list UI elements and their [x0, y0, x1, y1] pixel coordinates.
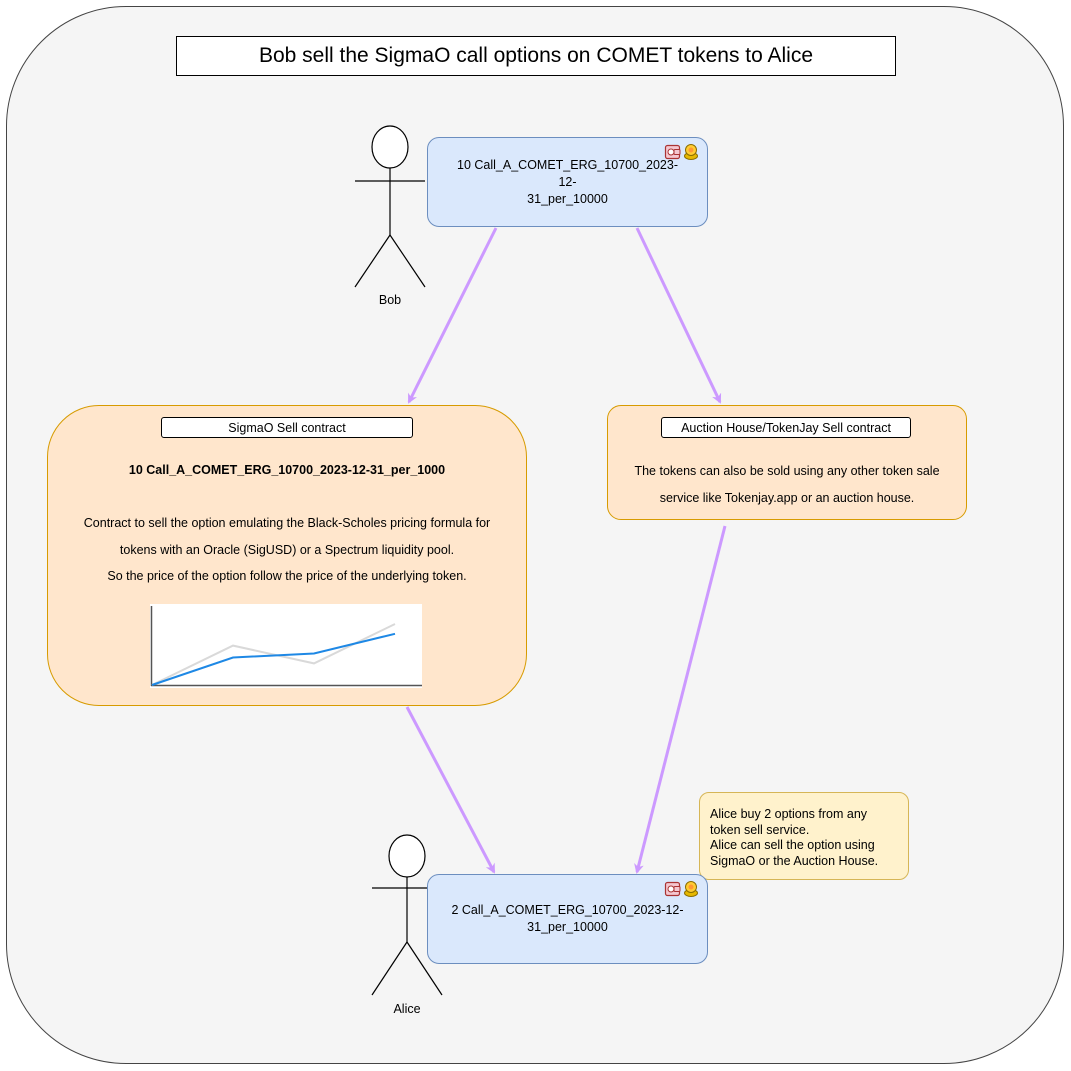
sigmao-contract-subtitle: 10 Call_A_COMET_ERG_10700_2023-12-31_per… — [128, 463, 446, 477]
note-line-3: Alice can sell the option using — [710, 838, 875, 852]
arrow-bob-to-sigmao — [407, 227, 498, 404]
token-icons — [664, 880, 699, 898]
mini-line-chart — [150, 604, 422, 688]
alice-token-line2: 31_per_10000 — [527, 920, 608, 934]
sigmao-contract-desc-3: So the price of the option follow the pr… — [107, 569, 467, 583]
arrow-bob-to-auction — [635, 227, 722, 404]
alice-label: Alice — [393, 1002, 421, 1016]
note-line-4: SigmaO or the Auction House. — [710, 853, 879, 868]
sigmao-contract-desc-1: Contract to sell the option emulating th… — [83, 516, 491, 530]
chart-series-line-2 — [151, 632, 396, 686]
wallet-icon — [664, 144, 681, 160]
auction-contract-desc-1: The tokens can also be sold using any ot… — [634, 464, 940, 478]
bob-token-line1: 10 Call_A_COMET_ERG_10700_2023-12- — [457, 157, 678, 189]
alice-note: Alice buy 2 options from any token sell … — [699, 792, 909, 880]
bob-token-line2: 31_per_10000 — [527, 191, 608, 206]
bob-label: Bob — [378, 293, 402, 307]
sigmao-contract-title: SigmaO Sell contract — [161, 417, 413, 438]
note-line-2: token sell service. — [710, 822, 810, 837]
token-coin-icon — [684, 881, 698, 897]
note-line-1: Alice buy 2 options from any — [710, 807, 868, 821]
wallet-icon — [664, 881, 681, 897]
auction-contract-title: Auction House/TokenJay Sell contract — [661, 417, 911, 438]
alice-token-box: 2 Call_A_COMET_ERG_10700_2023-12- 31_per… — [427, 874, 708, 964]
bob-token-box: 10 Call_A_COMET_ERG_10700_2023-12- 31_pe… — [427, 137, 708, 227]
token-coin-icon — [684, 144, 698, 160]
diagram-title: Bob sell the SigmaO call options on COME… — [176, 36, 896, 76]
arrow-sigmao-to-alice — [405, 706, 496, 874]
auction-contract-desc-2: service like Tokenjay.app or an auction … — [659, 491, 915, 505]
arrow-auction-to-alice — [634, 525, 727, 874]
token-icons — [664, 143, 699, 161]
sigmao-contract-desc-2: tokens with an Oracle (SigUSD) or a Spec… — [119, 543, 455, 557]
alice-token-line1: 2 Call_A_COMET_ERG_10700_2023-12- — [451, 903, 684, 917]
